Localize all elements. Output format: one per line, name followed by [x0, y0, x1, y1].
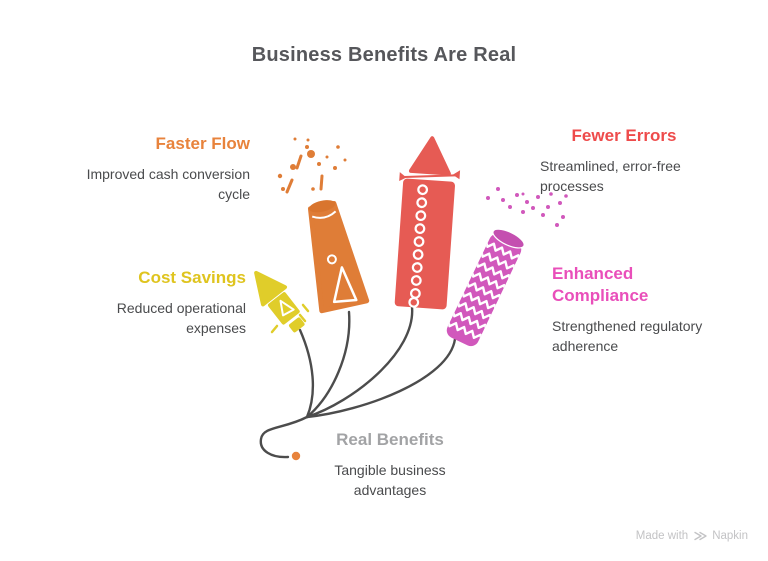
section-body: Improved cash conversion cycle [86, 166, 250, 202]
section-faster-flow: Faster Flow Improved cash conversion cyc… [58, 133, 250, 204]
section-cost-savings: Cost Savings Reduced operational expense… [56, 267, 246, 338]
section-body: Streamlined, error-free processes [540, 158, 681, 194]
section-enhanced-compliance: Enhanced Compliance Strengthened regulat… [552, 263, 730, 356]
orange-sparks [277, 137, 347, 194]
page-title: Business Benefits Are Real [251, 44, 517, 66]
fuse-end-dot [291, 451, 301, 461]
pink-firework-icon [446, 228, 525, 347]
section-real-benefits: Real Benefits Tangible business advantag… [300, 429, 480, 500]
section-heading: Enhanced Compliance [552, 264, 649, 305]
made-with-napkin-watermark: Made with Napkin [636, 530, 748, 542]
fuse-lines [259, 305, 457, 459]
yellow-sparks [270, 303, 310, 334]
section-heading: Cost Savings [138, 268, 246, 287]
section-heading: Faster Flow [155, 134, 250, 153]
section-body: Strengthened regulatory adherence [552, 318, 703, 354]
section-heading: Real Benefits [336, 430, 444, 449]
section-body: Tangible business advantages [334, 462, 446, 498]
yellow-rocket-icon [254, 270, 305, 333]
section-fewer-errors: Fewer Errors Streamlined, error-free pro… [540, 125, 708, 196]
section-heading: Fewer Errors [571, 126, 677, 145]
orange-firework-icon [307, 200, 370, 314]
pink-sparks [486, 187, 568, 227]
brand-label: Napkin [712, 530, 748, 542]
made-with-label: Made with [635, 530, 689, 542]
napkin-logo-icon [694, 531, 707, 541]
section-body: Reduced operational expenses [116, 300, 246, 336]
red-rocket-icon [394, 136, 461, 310]
